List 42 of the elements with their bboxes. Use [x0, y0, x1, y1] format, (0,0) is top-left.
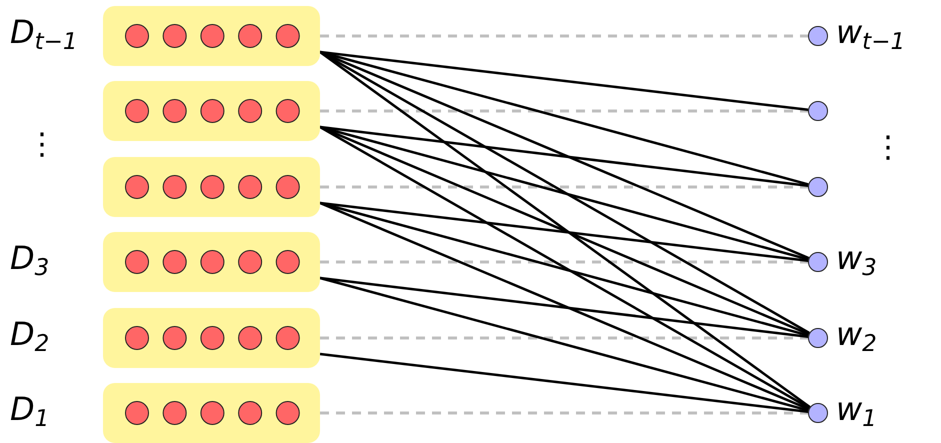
layer-label: D$_{t−1}$ [10, 16, 78, 54]
output-node-circle [808, 252, 828, 272]
dashed-connector [320, 412, 808, 414]
layer-label: D$_{2}$ [10, 318, 50, 356]
output-node-circle [808, 328, 828, 348]
connector-line [320, 126, 808, 188]
connector-line [320, 50, 808, 112]
dashed-connector [320, 186, 808, 188]
connector-line [319, 126, 810, 410]
neuron-layer-box [103, 6, 320, 66]
layer-label: D$_{1}$ [10, 393, 50, 431]
weight-label: w$_{t−1}$ [836, 16, 906, 54]
connector-line [320, 126, 809, 261]
connector-line [320, 276, 808, 338]
output-node-circle [808, 101, 828, 121]
connector-line [320, 202, 809, 337]
neuron-layer-box [103, 308, 320, 368]
vertical-ellipsis: ⋮ [27, 130, 57, 160]
dashed-connector [320, 34, 808, 38]
connector-line [320, 202, 810, 410]
output-node-circle [808, 26, 828, 46]
connector-line [320, 202, 808, 262]
weight-label: w$_{3}$ [836, 242, 877, 280]
neuron-layer-box [103, 232, 320, 292]
neuron-layer-box [103, 383, 320, 443]
weight-label: w$_{2}$ [836, 318, 877, 356]
connector-line [320, 276, 809, 412]
layer-label: D$_{3}$ [10, 242, 50, 280]
dashed-connector [320, 110, 808, 112]
dashed-connector [320, 336, 808, 340]
vertical-ellipsis: ⋮ [873, 133, 903, 163]
neuron-layer-box [103, 157, 320, 217]
connector-line [320, 50, 810, 260]
output-node-circle [808, 403, 828, 423]
output-node-circle [808, 177, 828, 197]
neuron-layer-box [103, 81, 320, 141]
dashed-connector [320, 260, 808, 264]
weight-label: w$_{1}$ [836, 393, 877, 431]
connector-line [320, 352, 808, 414]
connector-line [320, 126, 810, 336]
connector-line [320, 50, 809, 186]
connector-line [319, 50, 811, 408]
